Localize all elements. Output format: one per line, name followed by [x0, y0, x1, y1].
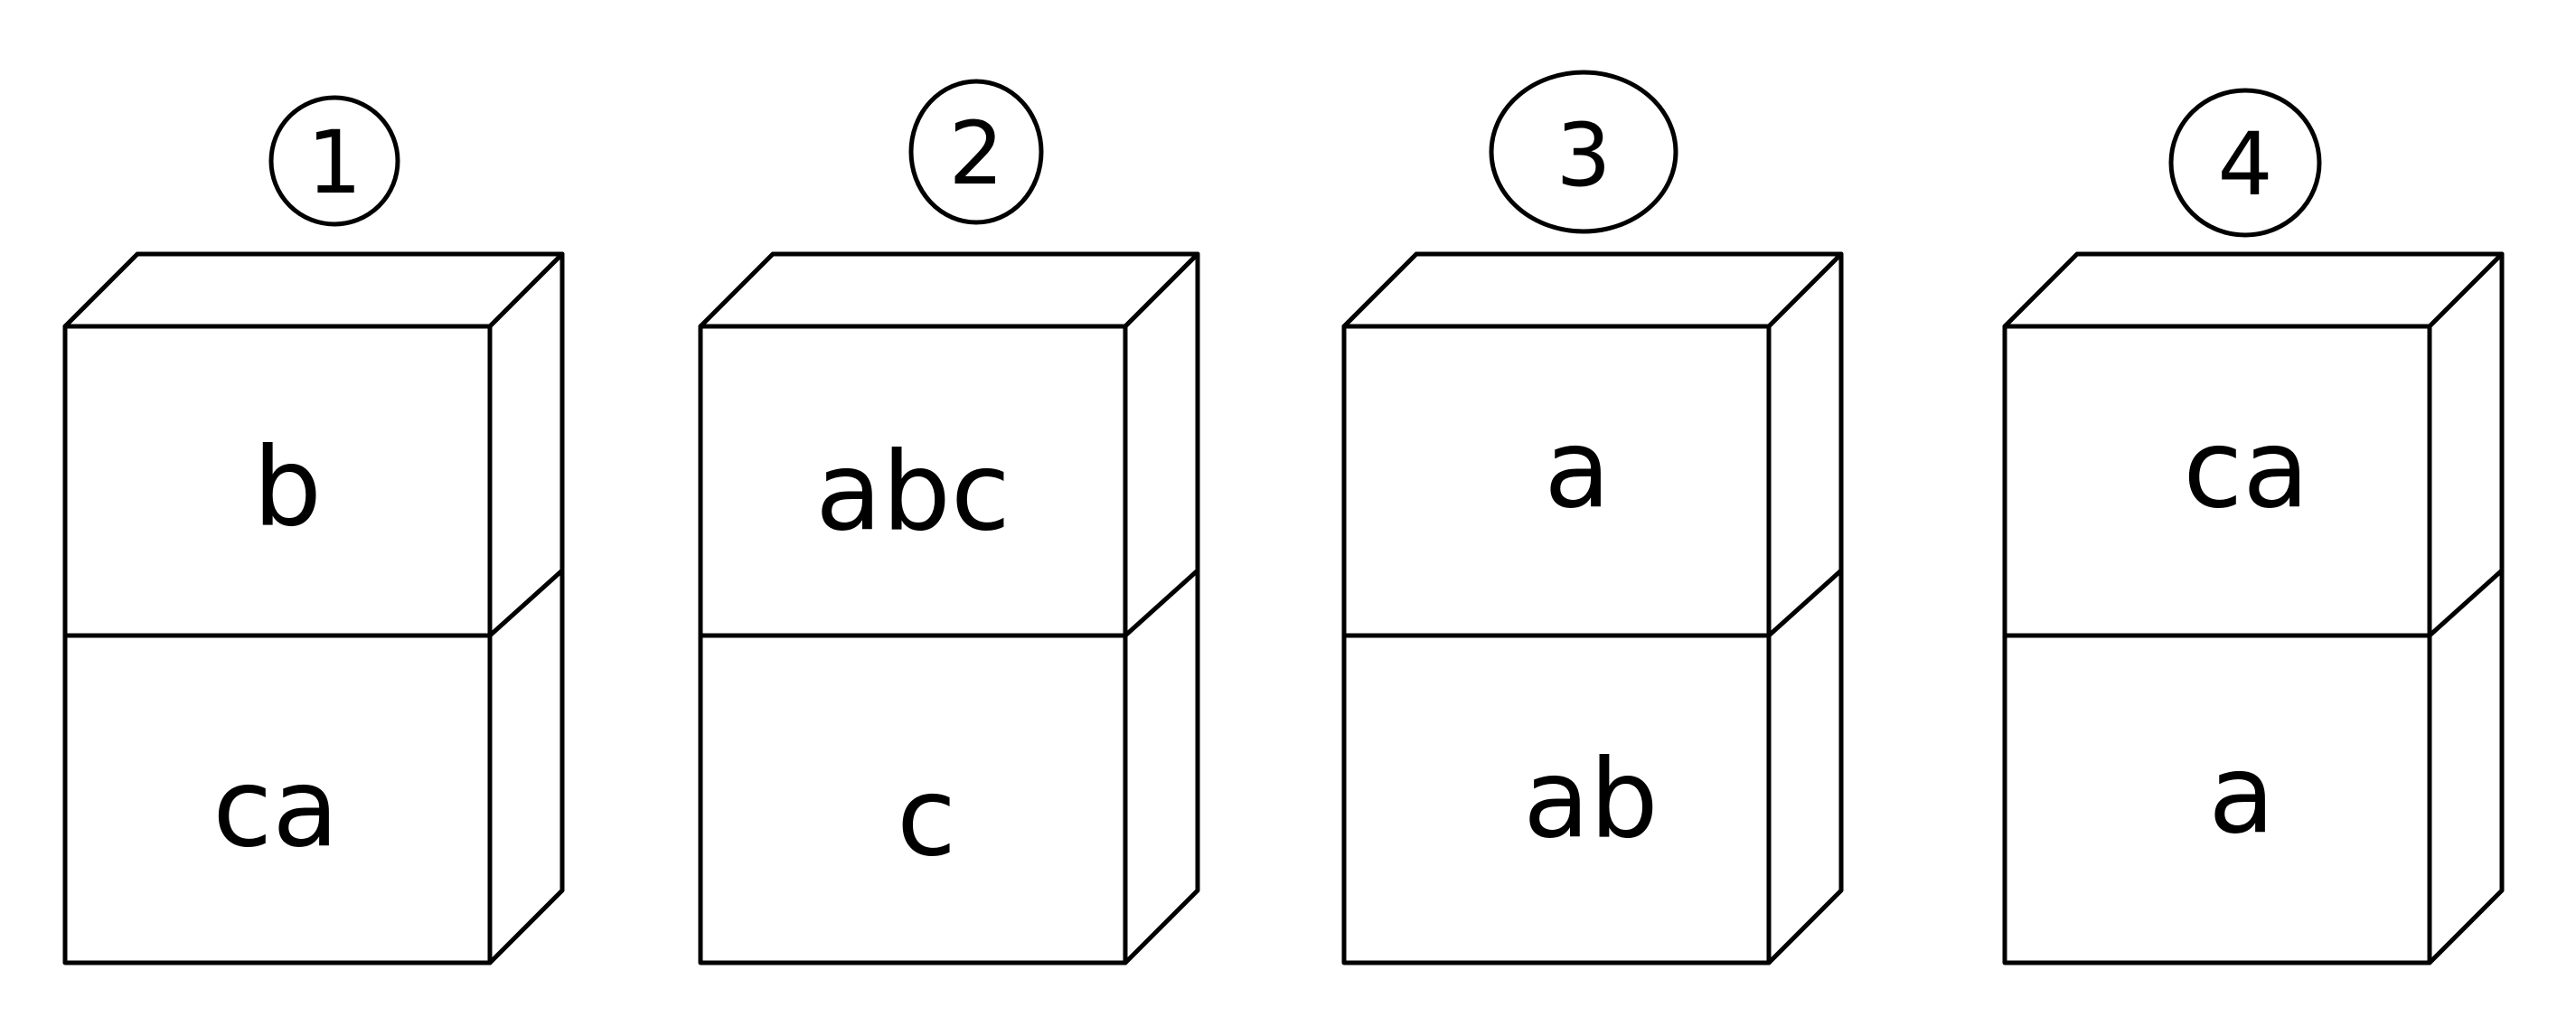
bottom-compartment-label: c — [897, 756, 956, 881]
box-bottom-compartment — [62, 633, 493, 965]
box-side-divider — [1766, 568, 1844, 638]
box-side-face — [2427, 251, 2505, 965]
box-side-divider — [487, 568, 565, 638]
box-top-compartment — [1341, 324, 1772, 638]
box-top-face — [1341, 251, 1844, 329]
box-top-compartment — [2002, 324, 2432, 638]
bottom-compartment-label: a — [2208, 733, 2275, 859]
box-3: 3 a ab — [1341, 70, 1844, 965]
bottom-compartment-label: ab — [1523, 738, 1659, 863]
box-1: 1 b ca — [62, 95, 565, 965]
top-compartment-label: abc — [815, 430, 1011, 556]
box-top-face — [698, 251, 1200, 329]
box-side-face — [1123, 251, 1200, 965]
box-side-divider — [1123, 568, 1200, 638]
box-top-face — [2002, 251, 2505, 329]
box-bottom-compartment — [1341, 633, 1772, 965]
box-bottom-compartment — [2002, 633, 2432, 965]
box-top-compartment — [62, 324, 493, 638]
box-number: 3 — [1556, 105, 1611, 206]
box-number-circle — [268, 95, 400, 227]
bottom-compartment-label: ca — [212, 747, 339, 872]
box-4: 4 ca a — [2002, 88, 2505, 965]
box-side-divider — [2427, 568, 2505, 638]
box-side-face — [1766, 251, 1844, 965]
box-number-circle — [2168, 88, 2322, 238]
box-2: 2 abc c — [698, 79, 1200, 965]
box-top-face — [62, 251, 565, 329]
box-number: 4 — [2217, 114, 2272, 215]
top-compartment-label: b — [253, 426, 322, 551]
box-number-circle — [1489, 70, 1678, 234]
box-number-circle — [908, 79, 1044, 225]
box-bottom-compartment — [698, 633, 1128, 965]
box-side-face — [487, 251, 565, 965]
top-compartment-label: a — [1544, 408, 1611, 533]
top-compartment-label: ca — [2183, 408, 2309, 533]
box-number: 1 — [306, 112, 362, 213]
box-number: 2 — [948, 103, 1003, 204]
